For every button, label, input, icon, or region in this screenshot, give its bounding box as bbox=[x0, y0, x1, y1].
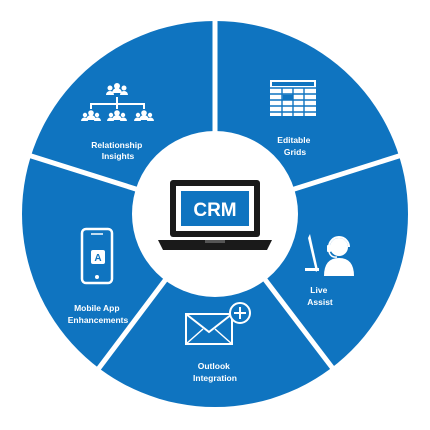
segment-label-live-assist: Live Assist bbox=[307, 285, 333, 307]
svg-text:A: A bbox=[94, 253, 101, 264]
segment-label-line1: Mobile App bbox=[74, 303, 119, 313]
mail-plus-icon bbox=[185, 302, 251, 345]
segment-label-line2: Assist bbox=[307, 297, 333, 307]
headset-agent-icon bbox=[305, 234, 354, 276]
segment-label-line2: Integration bbox=[193, 373, 237, 383]
segment-label-relationship-insights: Relationship Insights bbox=[91, 140, 144, 161]
org-chart-icon bbox=[81, 83, 154, 121]
segment-label-mobile-app-enhancements: Mobile App Enhancements bbox=[68, 303, 129, 325]
segment-label-line2: Grids bbox=[284, 147, 306, 157]
segment-label-line1: Relationship bbox=[91, 140, 142, 150]
center-label: CRM bbox=[193, 200, 236, 221]
segment-label-line2: Enhancements bbox=[68, 315, 129, 325]
segment-label-line1: Outlook bbox=[198, 361, 230, 371]
segment-label-line2: Insights bbox=[102, 151, 135, 161]
segment-label-outlook-integration: Outlook Integration bbox=[193, 361, 237, 383]
grid-table-icon bbox=[270, 80, 316, 116]
segment-dividers bbox=[27, 18, 403, 374]
segment-label-editable-grids: Editable Grids bbox=[277, 135, 312, 157]
mobile-app-icon: A bbox=[80, 227, 114, 285]
laptop-icon bbox=[158, 180, 272, 250]
segment-label-line1: Live bbox=[310, 285, 327, 295]
segment-label-line1: Editable bbox=[277, 135, 310, 145]
